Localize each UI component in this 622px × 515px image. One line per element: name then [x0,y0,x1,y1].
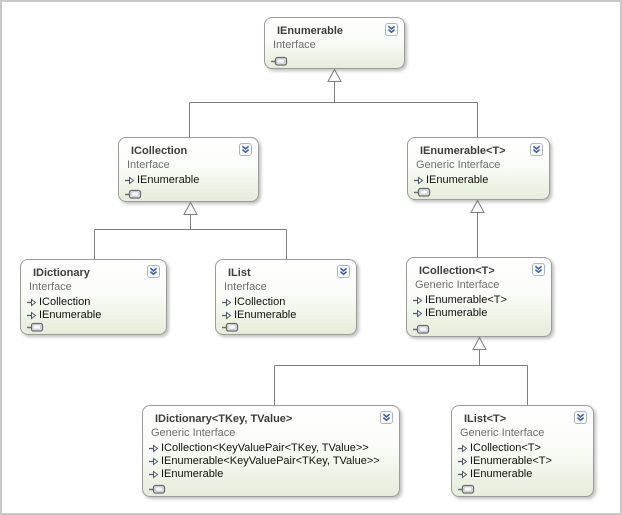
collapsed-members-icon [148,482,166,494]
node-idictionary-tkey-tvalue[interactable]: IDictionary<TKey, TValue> Generic Interf… [142,405,400,497]
node-ienumerable-t[interactable]: IEnumerable<T> Generic Interface IEnumer… [407,137,550,200]
node-title: IEnumerable<T> [420,145,506,157]
node-idictionary[interactable]: IDictionary Interface ICollection IEnume… [20,259,167,335]
member-row[interactable]: IEnumerable [26,309,164,322]
member-label: ICollection [39,296,91,308]
inheritance-arrow-icon [412,296,423,305]
member-label: IEnumerable [39,309,102,321]
collapse-chevron-icon[interactable] [529,142,544,157]
collapsed-members-icon [457,482,475,494]
member-row[interactable]: IEnumerable [221,309,354,322]
collapsed-members-icon [124,187,142,199]
node-subtitle: Interface [127,159,170,171]
inheritance-arrow-icon [148,457,159,466]
collapse-chevron-icon[interactable] [531,262,546,277]
member-label: IEnumerable [425,307,488,319]
node-title: ICollection<T> [419,265,495,277]
member-row[interactable]: IEnumerable<T> [412,294,549,307]
node-subtitle: Interface [29,281,72,293]
node-title: IDictionary<TKey, TValue> [155,413,293,425]
member-row[interactable]: IEnumerable<KeyValuePair<TKey, TValue>> [148,455,397,468]
inheritance-arrow-icon [148,470,159,479]
inheritance-arrow-icon [457,457,468,466]
collapsed-members-icon [221,320,239,332]
inheritance-arrow-icon [412,309,423,318]
member-label: IEnumerable [137,174,200,186]
node-title: ICollection [131,145,188,157]
inheritance-arrow-icon [221,311,232,320]
collapsed-members-icon [26,320,44,332]
member-row[interactable]: IEnumerable [124,174,256,187]
inheritance-arrow-icon [457,444,468,453]
member-label: IEnumerable<T> [425,294,507,306]
inheritance-arrow-icon [26,298,37,307]
node-ilist-t[interactable]: IList<T> Generic Interface ICollection<T… [451,405,594,497]
member-row[interactable]: ICollection<KeyValuePair<TKey, TValue>> [148,442,397,455]
node-ienumerable[interactable]: IEnumerable Interface [264,17,405,69]
member-row[interactable]: IEnumerable [457,468,591,481]
inheritance-triangle [183,201,198,215]
collapse-chevron-icon[interactable] [336,264,351,279]
node-subtitle: Generic Interface [151,427,236,439]
collapse-chevron-icon[interactable] [146,264,161,279]
inheritance-arrow-icon [148,444,159,453]
inheritance-arrow-icon [457,470,468,479]
member-label: ICollection<T> [470,442,541,454]
node-subtitle: Generic Interface [416,159,501,171]
member-row[interactable]: IEnumerable<T> [457,455,591,468]
node-subtitle: Interface [273,39,316,51]
member-label: IEnumerable [234,309,297,321]
member-label: IEnumerable<T> [470,455,552,467]
inheritance-arrow-icon [221,298,232,307]
inheritance-triangle [470,199,485,213]
member-row[interactable]: IEnumerable [412,307,549,320]
member-row[interactable]: IEnumerable [413,174,547,187]
member-label: IEnumerable<KeyValuePair<TKey, TValue>> [161,455,380,467]
inheritance-triangle [472,336,487,350]
collapse-chevron-icon[interactable] [573,410,588,425]
node-title: IDictionary [33,267,90,279]
collapse-chevron-icon[interactable] [379,410,394,425]
member-label: IEnumerable [426,174,489,186]
member-label: IEnumerable [470,468,533,480]
inheritance-arrow-icon [26,311,37,320]
inheritance-arrow-icon [124,176,135,185]
node-subtitle: Interface [224,281,267,293]
collapse-chevron-icon[interactable] [238,142,253,157]
node-icollection-t[interactable]: ICollection<T> Generic Interface IEnumer… [406,257,552,337]
collapse-chevron-icon[interactable] [384,22,399,37]
node-subtitle: Generic Interface [460,427,545,439]
member-row[interactable]: ICollection [221,296,354,309]
inheritance-arrow-icon [413,176,424,185]
collapsed-members-icon [413,185,431,197]
node-title: IEnumerable [277,25,344,37]
node-ilist[interactable]: IList Interface ICollection IEnumerable [215,259,357,335]
member-label: IEnumerable [161,468,224,480]
collapsed-members-icon [412,322,430,334]
member-label: ICollection [234,296,286,308]
member-row[interactable]: IEnumerable [148,468,397,481]
node-title: IList<T> [464,413,507,425]
node-title: IList [228,267,251,279]
member-label: ICollection<KeyValuePair<TKey, TValue>> [161,442,369,454]
member-row[interactable]: ICollection<T> [457,442,591,455]
collapsed-members-icon [270,54,288,66]
member-row[interactable]: ICollection [26,296,164,309]
node-subtitle: Generic Interface [415,279,500,291]
node-icollection[interactable]: ICollection Interface IEnumerable [118,137,259,202]
inheritance-triangle [327,68,342,82]
